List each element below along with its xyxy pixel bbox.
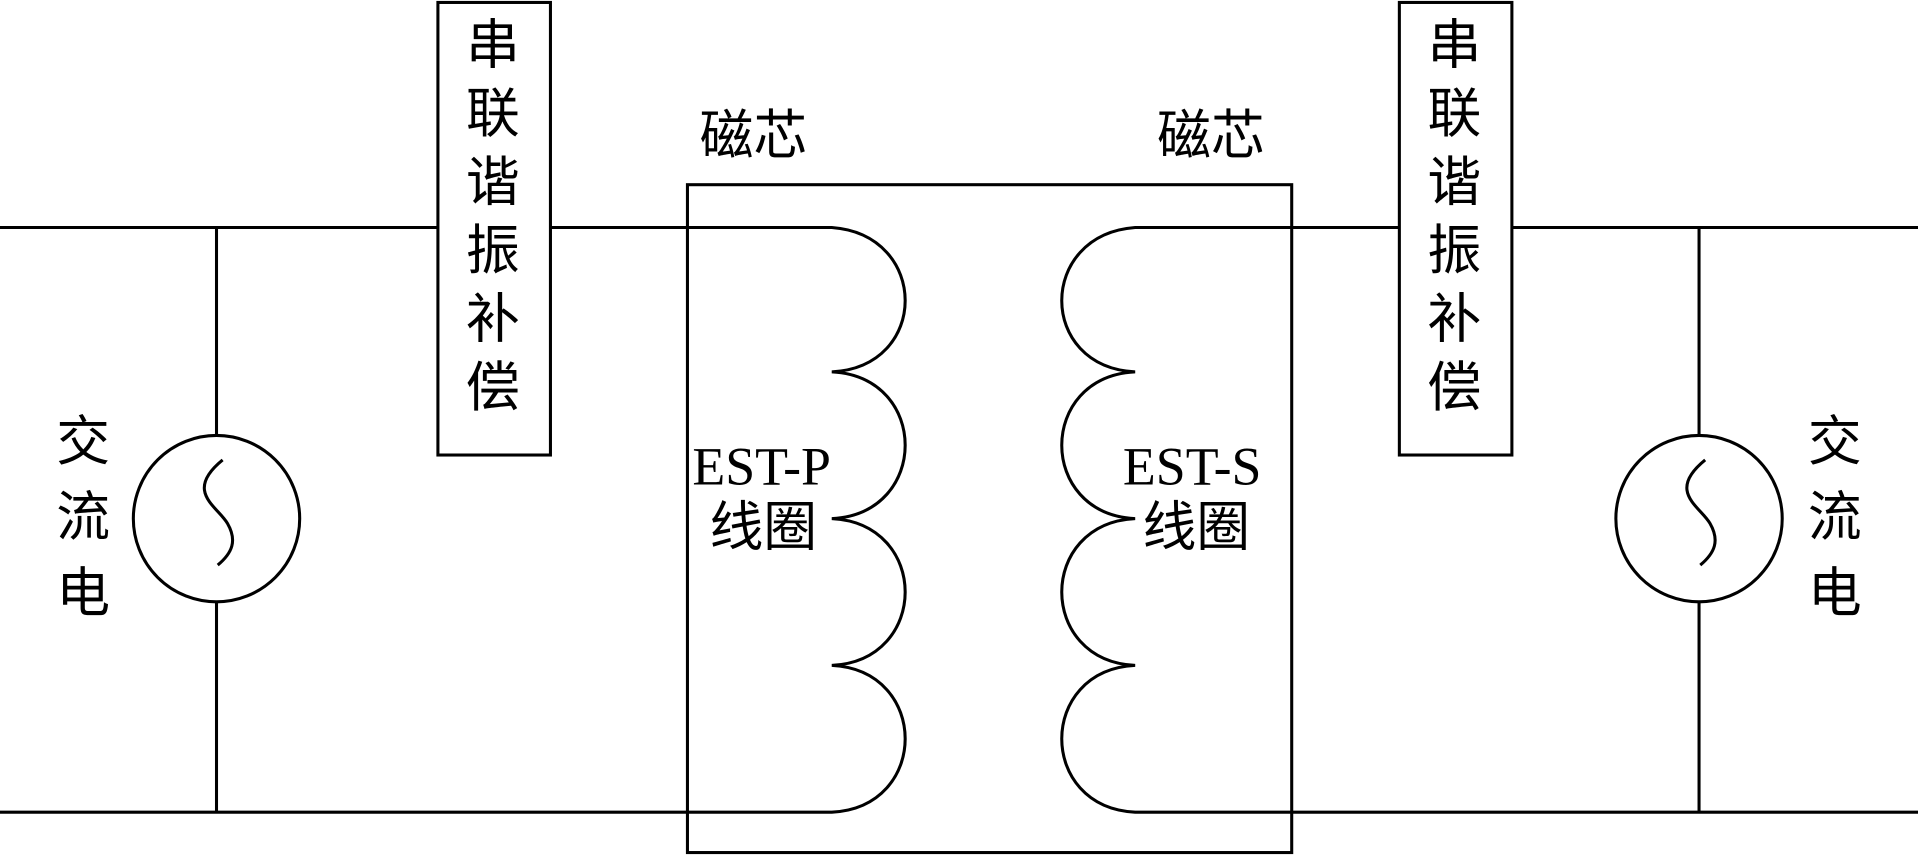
right-compensation-label-char-1: 串	[1427, 14, 1481, 77]
secondary-coil-name: EST-S	[1123, 436, 1262, 496]
core-label-left: 磁芯	[700, 104, 808, 167]
primary-coil	[687, 225, 907, 814]
right-ac-source-symbol	[1614, 433, 1784, 604]
magnetic-core	[685, 183, 1294, 855]
core-label-right: 磁芯	[1157, 104, 1265, 167]
left-source-label-char-2: 流	[56, 486, 110, 549]
secondary-coil	[1060, 225, 1292, 814]
right-ac-wave-icon	[1685, 458, 1717, 567]
primary-coil-caption: 线圈	[709, 496, 817, 559]
left-compensation-box	[436, 0, 552, 457]
left-ac-wave-icon	[202, 458, 235, 567]
right-compensation-label-char-4: 振	[1427, 219, 1481, 282]
left-source-label-char-1: 交	[56, 410, 110, 473]
right-compensation-label-char-2: 联	[1427, 82, 1481, 145]
right-source-label-char-2: 流	[1808, 486, 1862, 549]
left-ac-source-symbol	[131, 433, 302, 604]
primary-coil-name: EST-P	[692, 436, 831, 496]
right-compensation-label-char-6: 偿	[1427, 356, 1481, 419]
left-compensation-label-char-6: 偿	[466, 356, 520, 419]
secondary-coil-caption: 线圈	[1142, 496, 1250, 559]
right-compensation-box	[1397, 0, 1514, 457]
left-compensation-label-char-1: 串	[466, 14, 520, 77]
left-compensation-label-char-2: 联	[466, 82, 520, 145]
left-source-label-char-3: 电	[56, 562, 110, 625]
right-source-label-char-3: 电	[1808, 562, 1862, 625]
right-compensation-label-char-5: 补	[1427, 288, 1481, 351]
right-source-label-char-1: 交	[1808, 410, 1862, 473]
right-compensation-label-char-3: 谐	[1427, 151, 1481, 214]
left-compensation-label-char-3: 谐	[466, 151, 520, 214]
left-compensation-label-char-5: 补	[466, 288, 520, 351]
left-compensation-label-char-4: 振	[466, 219, 520, 282]
